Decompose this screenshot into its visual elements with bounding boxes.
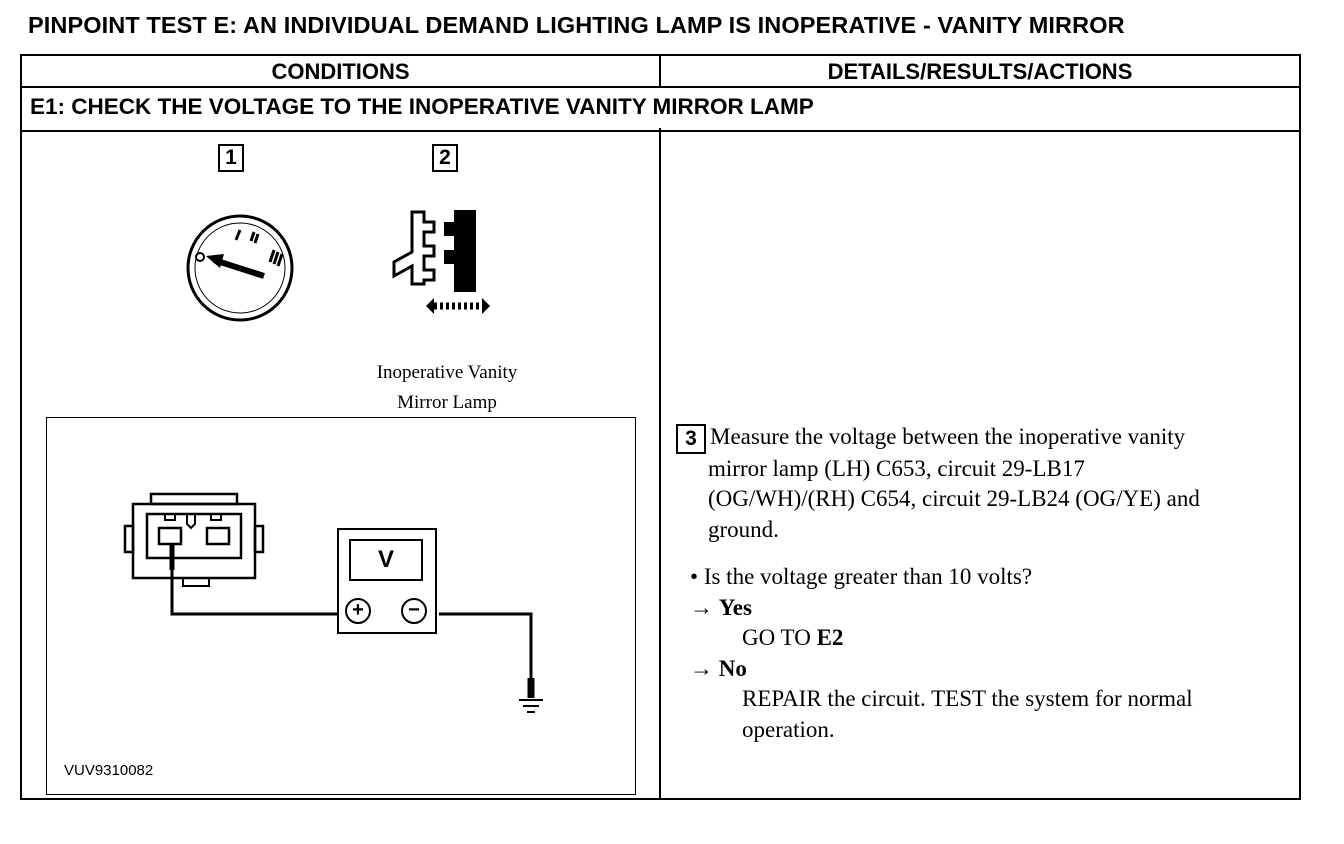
step-2-box: 2	[432, 144, 458, 172]
step-title: E1: CHECK THE VOLTAGE TO THE INOPERATIVE…	[30, 94, 814, 119]
caption-line-2: Mirror Lamp	[397, 392, 497, 413]
step-3-box: 3	[676, 423, 706, 454]
pinpoint-table: CONDITIONS DETAILS/RESULTS/ACTIONS E1: C…	[20, 54, 1301, 800]
details-header: DETAILS/RESULTS/ACTIONS	[827, 59, 1133, 84]
step-1-box: 1	[218, 144, 244, 172]
bullet: •	[690, 564, 699, 589]
header-divider	[22, 86, 1299, 88]
figure-id: VUV9310082	[64, 762, 154, 779]
no-action-line-2: operation.	[742, 716, 835, 742]
yes-action-prefix: GO TO	[742, 625, 811, 650]
yes-action: GO TO E2	[690, 623, 1310, 654]
step-divider	[22, 130, 1299, 132]
decision-block: • Is the voltage greater than 10 volts? …	[690, 562, 1310, 745]
voltmeter-display: V	[349, 539, 423, 581]
instruction-line-3: (OG/WH)/(RH) C654, circuit 29-LB24 (OG/Y…	[708, 486, 1200, 512]
instruction-line-4: ground.	[708, 516, 779, 542]
no-label: No	[718, 655, 747, 681]
voltmeter-diagram: V + −	[46, 417, 636, 795]
instruction-line-1: Measure the voltage between the inoperat…	[710, 424, 1186, 449]
instruction-line-2: mirror lamp (LH) C653, circuit 29-LB17	[708, 455, 1085, 481]
voltmeter: V + −	[337, 528, 437, 634]
no-action-line-1: REPAIR the circuit. TEST the system for …	[742, 686, 1193, 711]
no-branch: → No	[690, 654, 1310, 685]
ground-symbol-icon	[47, 418, 48, 419]
question: • Is the voltage greater than 10 volts?	[690, 562, 1310, 593]
lamp-connector-icon	[123, 492, 265, 587]
test-lead-wires	[170, 568, 543, 713]
column-divider	[659, 56, 661, 798]
page-title: PINPOINT TEST E: AN INDIVIDUAL DEMAND LI…	[28, 12, 1125, 38]
arrow-icon: →	[690, 594, 713, 620]
arrow-icon: →	[690, 655, 713, 681]
minus-terminal: −	[401, 598, 427, 624]
caption-line-1: Inoperative Vanity	[376, 362, 518, 383]
ignition-switch-icon	[186, 214, 294, 322]
conditions-header: CONDITIONS	[271, 59, 410, 84]
yes-branch: → Yes	[690, 593, 1310, 624]
connector-disconnect-icon	[392, 210, 490, 314]
yes-action-target: E2	[816, 625, 844, 650]
plus-terminal: +	[345, 598, 371, 624]
yes-label: Yes	[718, 594, 752, 620]
question-text: Is the voltage greater than 10 volts?	[703, 564, 1033, 589]
